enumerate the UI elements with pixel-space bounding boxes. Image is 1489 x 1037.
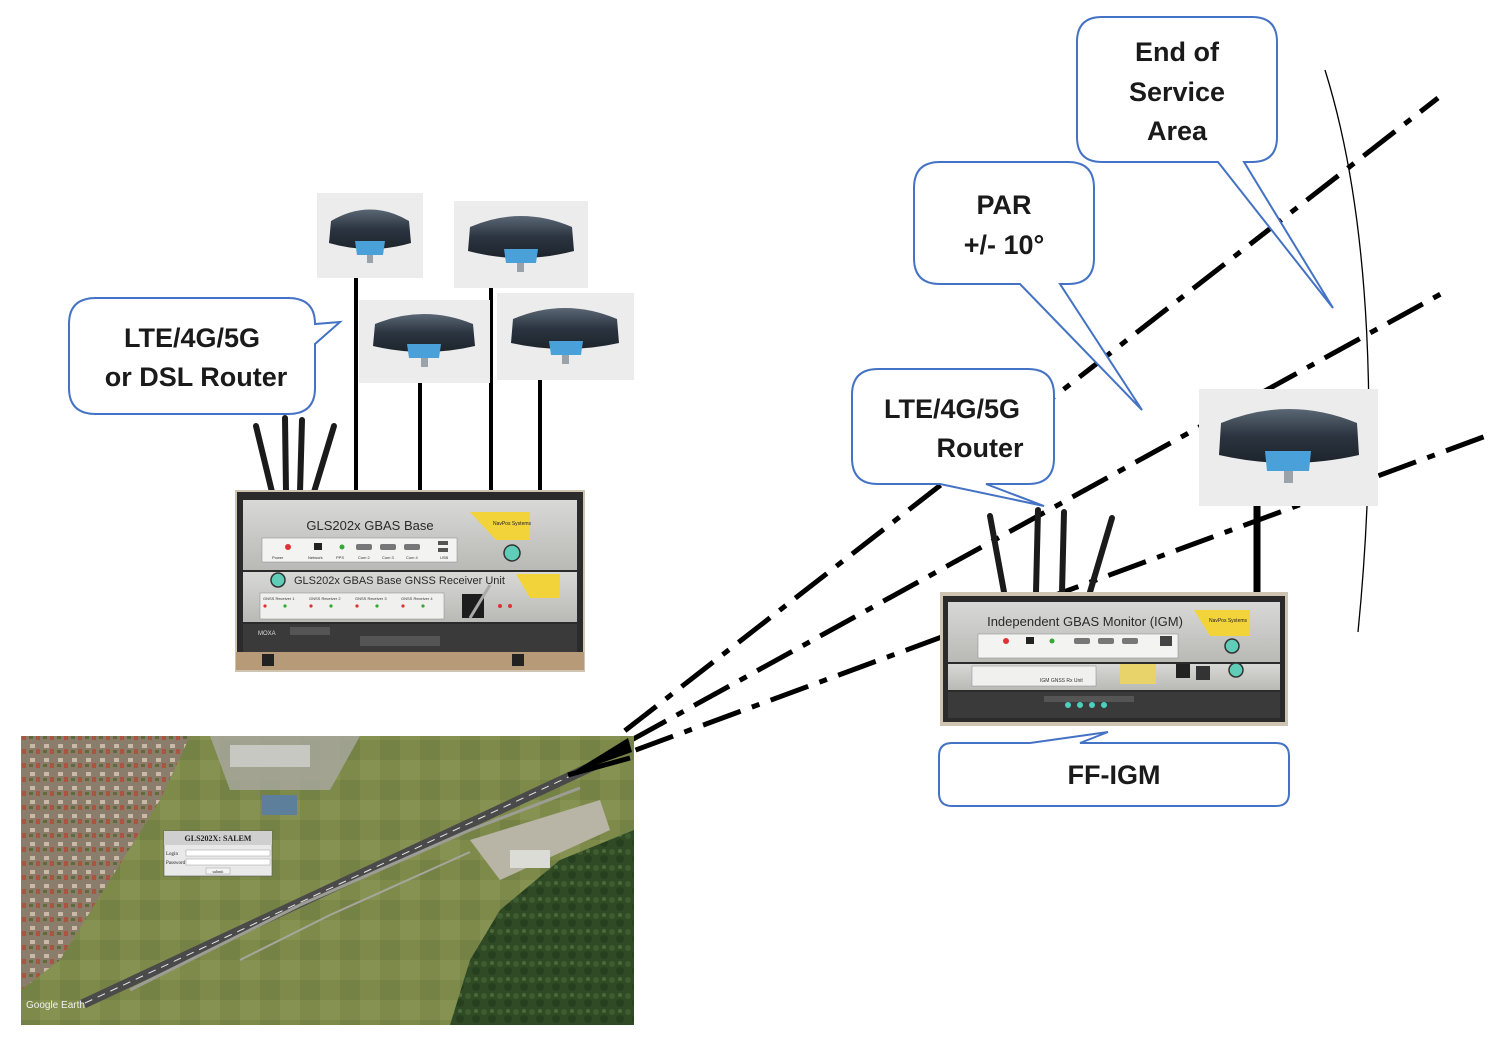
base-switch-label: MOXA — [258, 631, 276, 637]
beam-center — [566, 287, 1450, 778]
port-label-usb: USB — [440, 555, 449, 560]
port-label-power: Power — [272, 555, 284, 560]
password-label: Password — [166, 861, 186, 866]
map-watermark: Google Earth — [26, 1000, 85, 1011]
base-station-rack: GLS202x GBAS Base NavPos Systems Power N… — [235, 415, 585, 672]
callout-par: PAR +/- 10° — [913, 161, 1143, 411]
igm-lower-unit-title: IGM GNSS Rx Unit — [1040, 678, 1083, 684]
receiver-label-3: GNSS Receiver 3 — [355, 596, 387, 601]
callout-end-of-service: End of Service Area — [1076, 16, 1334, 309]
gnss-antenna-1 — [317, 193, 423, 278]
base-top-unit-title: GLS202x GBAS Base — [306, 518, 433, 533]
login-input[interactable] — [185, 849, 271, 857]
port-label-com4: Com 4 — [406, 555, 419, 560]
callout-par-line1: PAR — [976, 190, 1031, 220]
callout-end-of-service-line3: Area — [1147, 116, 1208, 146]
callout-base-router-line1: LTE/4G/5G — [124, 323, 260, 353]
callout-ff-igm-label: FF-IGM — [1068, 760, 1161, 790]
base-antenna-array — [317, 193, 634, 492]
receiver-label-2: GNSS Receiver 2 — [309, 596, 341, 601]
callout-par-line2: +/- 10° — [964, 230, 1045, 260]
callout-igm-router-line1: LTE/4G/5G — [884, 394, 1020, 424]
callout-base-router-line2: or DSL Router — [105, 362, 288, 392]
callout-base-router: LTE/4G/5G or DSL Router — [68, 297, 343, 415]
password-input[interactable] — [185, 858, 271, 866]
receiver-label-1: GNSS Receiver 1 — [263, 596, 295, 601]
callout-igm-router-line2: Router — [937, 433, 1024, 463]
base-brand: NavPos Systems — [493, 521, 532, 527]
port-label-com2: Com 2 — [358, 555, 371, 560]
igm-top-unit-title: Independent GBAS Monitor (IGM) — [987, 614, 1183, 629]
beam-upper — [566, 96, 1440, 777]
submit-label: submit — [213, 869, 225, 874]
login-label: Login — [166, 852, 178, 857]
gnss-antenna-2 — [454, 201, 588, 288]
submit-button[interactable] — [205, 867, 231, 875]
base-receiver-labels: GNSS Receiver 1 GNSS Receiver 2 GNSS Rec… — [263, 596, 433, 601]
receiver-label-4: GNSS Receiver 4 — [401, 596, 433, 601]
gnss-antenna-3 — [359, 300, 490, 383]
callout-igm-router: LTE/4G/5G Router — [851, 368, 1055, 507]
base-lower-unit-title: GLS202x GBAS Base GNSS Receiver Unit — [294, 575, 505, 587]
port-label-com3: Com 3 — [382, 555, 395, 560]
base-router-antennas — [253, 415, 337, 495]
base-port-labels: Power Network PPS Com 2 Com 3 Com 4 USB — [272, 555, 449, 560]
igm-rack: Independent GBAS Monitor (IGM) NavPos Sy… — [940, 507, 1288, 726]
airport-aerial-map: GLS202X: SALEM Login Password submit Goo… — [21, 736, 634, 1025]
igm-router-antennas — [987, 507, 1115, 595]
callout-end-of-service-line2: Service — [1129, 77, 1225, 107]
igm-antenna — [1199, 389, 1378, 593]
login-panel: GLS202X: SALEM Login Password submit — [163, 830, 273, 877]
login-panel-title: GLS202X: SALEM — [185, 834, 252, 843]
callout-ff-igm: FF-IGM — [938, 731, 1290, 807]
callout-end-of-service-line1: End of — [1135, 37, 1220, 67]
igm-brand: NavPos Systems — [1209, 618, 1248, 624]
port-label-network: Network — [308, 555, 323, 560]
port-label-pps: PPS — [336, 555, 344, 560]
gnss-antenna-4 — [497, 293, 634, 380]
beam-origin — [567, 738, 632, 778]
service-area-boundary — [1324, 69, 1370, 633]
